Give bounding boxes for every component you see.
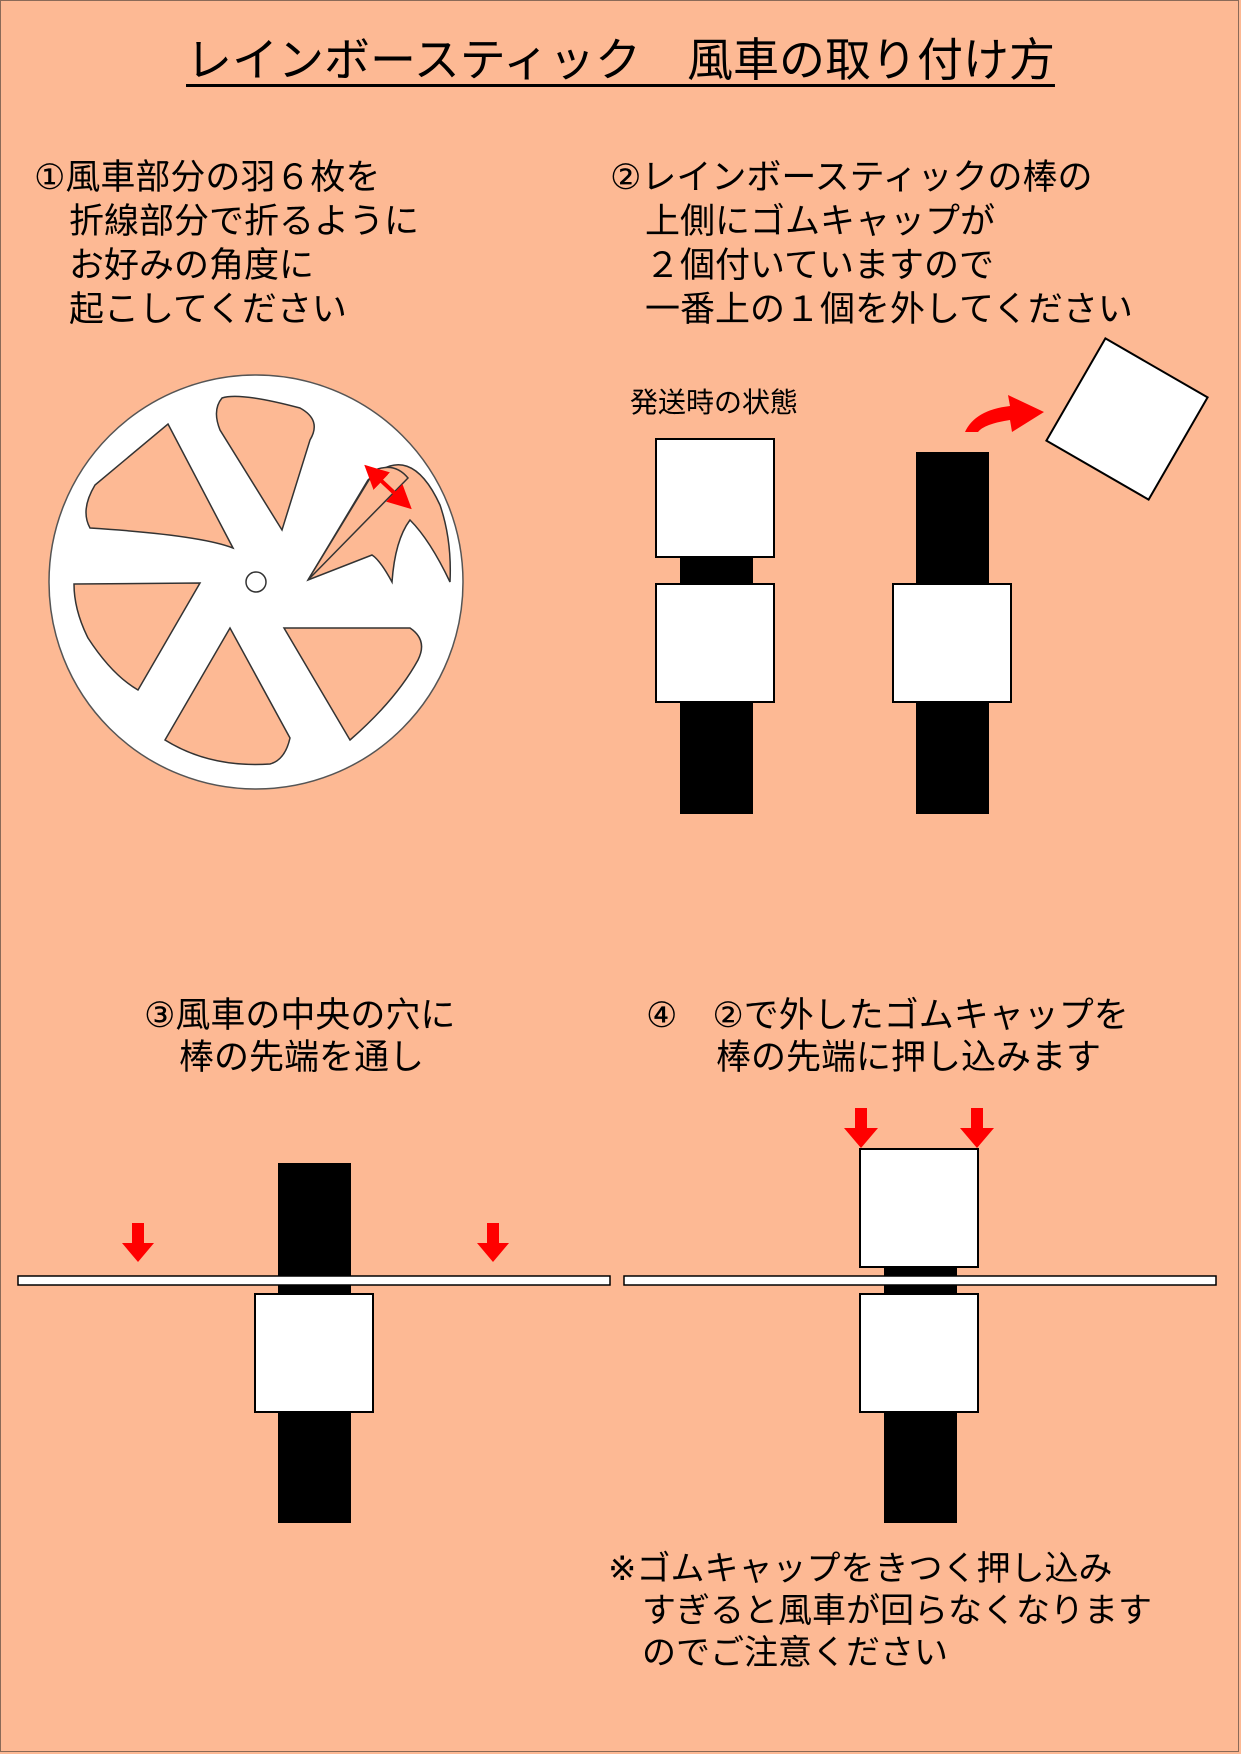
shipping-stick-figure	[655, 438, 775, 814]
caution-line: すぎると風車が回らなくなります	[608, 1591, 1152, 1631]
step4-line: 棒の先端に押し込みます	[646, 1038, 1102, 1078]
removed-cap	[1045, 337, 1209, 501]
blade-cutout	[215, 395, 315, 532]
shipping-state-label: 発送時の状態	[630, 386, 799, 419]
step2-line: ２個付いていますので	[610, 246, 994, 286]
fold-arrow-icon	[364, 464, 412, 510]
rubber-cap	[859, 1293, 979, 1413]
blade-cutout	[282, 627, 423, 742]
blade-folded-flap	[306, 464, 452, 585]
step3-text: ③風車の中央の穴に 棒の先端を通し	[144, 995, 455, 1079]
blade-cutout	[85, 422, 235, 550]
windmill-disc-figure	[48, 374, 464, 790]
step3-line: ③風車の中央の穴に	[144, 996, 456, 1036]
caution-line: ※ゴムキャップをきつく押し込み	[608, 1549, 1113, 1589]
step1-text: ①風車部分の羽６枚を 折線部分で折るように お好みの角度に 起こしてください	[34, 156, 419, 332]
step2-line: ②レインボースティックの棒の	[610, 158, 1093, 198]
windmill-side-view	[623, 1275, 1217, 1286]
caution-line: のでご注意ください	[608, 1633, 948, 1673]
blade-cutout	[163, 626, 291, 766]
down-arrow-icon	[477, 1223, 509, 1262]
rubber-cap-top	[655, 438, 775, 558]
step1-line: ①風車部分の羽６枚を	[34, 158, 381, 198]
step1-line: お好みの角度に	[34, 246, 315, 286]
rubber-cap-top	[859, 1148, 979, 1268]
step2-line: 上側にゴムキャップが	[610, 202, 996, 242]
center-hole	[245, 571, 267, 593]
page-title: レインボースティック 風車の取り付け方	[186, 33, 1055, 87]
rubber-cap-second	[655, 583, 775, 703]
step4-line: ④ ②で外したゴムキャップを	[646, 996, 1129, 1036]
step4-figure	[623, 1108, 1217, 1523]
rubber-cap	[254, 1293, 374, 1413]
step1-line: 折線部分で折るように	[34, 202, 420, 242]
windmill-side-view	[17, 1275, 611, 1286]
curved-arrow-icon	[965, 395, 1044, 432]
step2-text: ②レインボースティックの棒の 上側にゴムキャップが ２個付いていますので 一番上…	[610, 156, 1133, 332]
down-arrow-icon	[844, 1108, 878, 1148]
down-arrow-icon	[122, 1223, 154, 1262]
step1-line: 起こしてください	[34, 290, 347, 330]
step4-text: ④ ②で外したゴムキャップを 棒の先端に押し込みます	[646, 995, 1129, 1079]
step2-line: 一番上の１個を外してください	[610, 290, 1133, 330]
step3-line: 棒の先端を通し	[144, 1038, 425, 1078]
down-arrow-icon	[960, 1108, 994, 1148]
blade-cutout	[73, 582, 202, 692]
caution-note: ※ゴムキャップをきつく押し込み すぎると風車が回らなくなります のでご注意くださ…	[608, 1548, 1152, 1674]
step3-figure	[17, 1163, 611, 1523]
rubber-cap	[892, 583, 1012, 703]
cap-removed-figure	[892, 337, 1209, 814]
